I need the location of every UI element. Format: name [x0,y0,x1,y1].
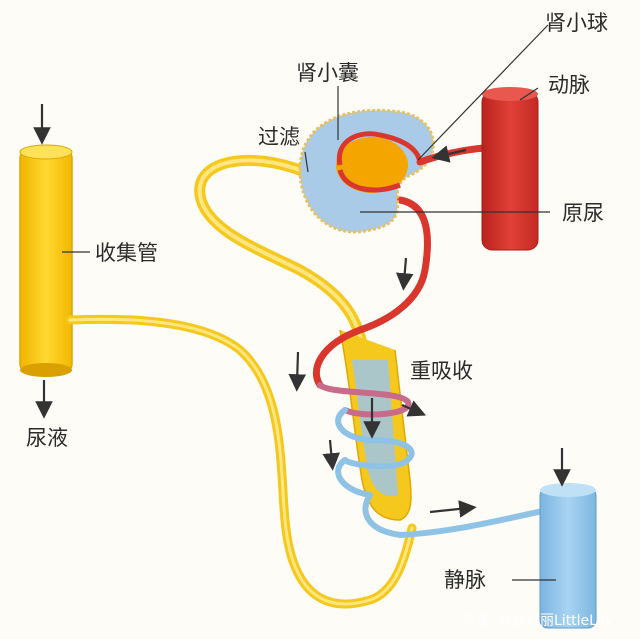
efferent-arteriole [312,196,431,389]
collecting-duct [19,144,73,377]
label-urine: 尿液 [26,426,68,450]
artery-vessel [481,87,539,251]
label-vein: 静脉 [444,568,486,592]
flow-arrows [33,104,571,518]
glomerulus [336,131,423,193]
watermark-platform: 头条 [462,612,490,629]
label-glomerulus: 肾小球 [545,11,608,35]
vein-vessel [539,483,597,629]
label-reabsorption: 重吸收 [410,359,473,383]
label-capsule: 肾小囊 [296,61,359,85]
label-collecting-duct: 收集管 [95,241,158,265]
watermark-author: @徐小丽LittleLily [498,613,613,629]
label-filtration: 过滤 [258,125,300,149]
label-artery: 动脉 [548,73,590,97]
label-primary-urine: 原尿 [562,201,604,225]
leader-lines [62,24,556,581]
watermark: 头条 @徐小丽LittleLily [462,612,613,629]
